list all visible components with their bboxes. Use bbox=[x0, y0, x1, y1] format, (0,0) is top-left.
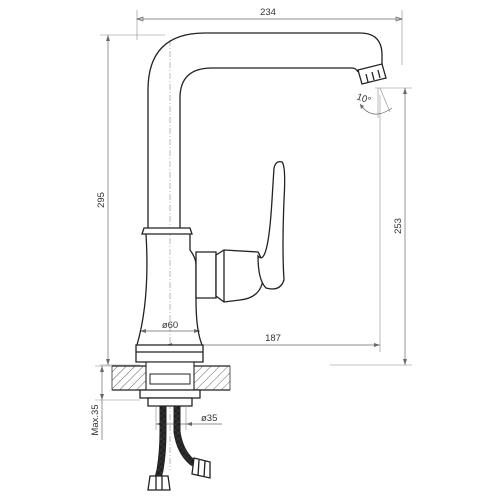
dimension-overall-height: 295 bbox=[96, 34, 165, 366]
dimension-max-thickness: Max.35 bbox=[90, 365, 140, 440]
dim-label-overall-width: 234 bbox=[260, 7, 276, 18]
hose-fitting-right bbox=[191, 457, 211, 479]
dim-label-spout-height: 253 bbox=[393, 218, 404, 234]
cartridge-housing bbox=[195, 251, 217, 299]
dim-label-spout-reach: 187 bbox=[265, 333, 281, 344]
dim-label-overall-height: 295 bbox=[96, 192, 107, 208]
dim-label-max-thickness: Max.35 bbox=[90, 404, 101, 435]
hose-fitting-left bbox=[147, 475, 171, 491]
dimension-aerator-angle: 10° bbox=[355, 87, 393, 118]
dim-label-base-diameter: ø60 bbox=[162, 320, 178, 331]
mounting-nut bbox=[139, 389, 201, 399]
handle-base bbox=[215, 249, 264, 303]
dimension-spout-height: 253 bbox=[330, 87, 412, 366]
faucet-body bbox=[135, 32, 387, 470]
lever-handle bbox=[257, 160, 286, 290]
base-flange bbox=[135, 344, 204, 363]
supply-hoses bbox=[147, 406, 211, 491]
dim-label-hole-diameter: ø35 bbox=[201, 413, 217, 424]
spout-collar bbox=[141, 227, 193, 235]
dim-label-aerator-angle: 10° bbox=[355, 91, 372, 106]
dimension-overall-width: 234 bbox=[135, 7, 404, 65]
countertop-section bbox=[111, 361, 231, 407]
